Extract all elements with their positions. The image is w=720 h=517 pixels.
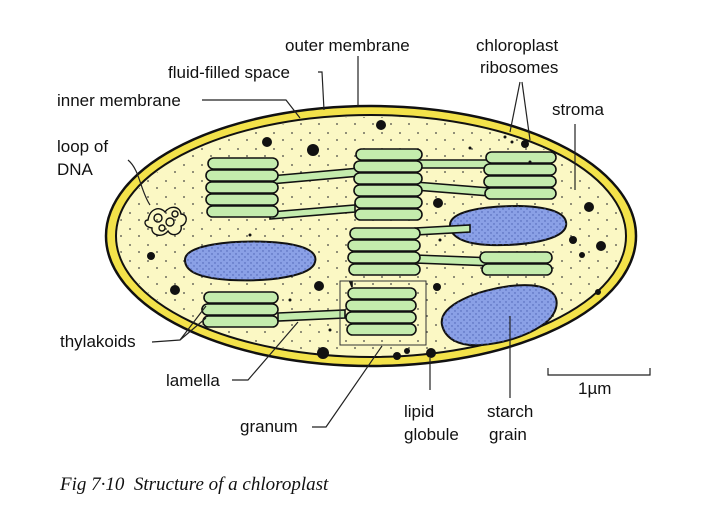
- starch-grains: [183, 204, 568, 347]
- label-lipid-globule-2: globule: [404, 425, 459, 444]
- label-stroma: stroma: [552, 100, 605, 119]
- starch-grain-right-top-tex: [450, 206, 567, 246]
- label-outer-membrane: outer membrane: [285, 36, 410, 55]
- granum-lower-center: [345, 287, 417, 336]
- label-loop-of-dna-1: loop of: [57, 137, 108, 156]
- lipid-globules: [147, 120, 606, 360]
- label-lipid-globule-1: lipid: [404, 402, 434, 421]
- ribosomes: [248, 135, 532, 332]
- label-starch-grain-2: grain: [489, 425, 527, 444]
- label-chloroplast-ribosomes-1: chloroplast: [476, 36, 558, 55]
- starch-grain-right-bottom-tex: [441, 285, 557, 346]
- label-starch-grain-1: starch: [487, 402, 533, 421]
- granum-upper-left: [205, 157, 279, 218]
- granum-highlight-box: [339, 280, 427, 346]
- label-loop-of-dna-2: DNA: [57, 160, 94, 179]
- label-lamella: lamella: [166, 371, 220, 390]
- label-chloroplast-ribosomes-2: ribosomes: [480, 58, 558, 77]
- scale-bar: [547, 368, 651, 376]
- granum-upper-center: [353, 148, 423, 221]
- granum-lower-left: [201, 291, 279, 328]
- granum-center: [347, 227, 421, 276]
- label-inner-membrane: inner membrane: [57, 91, 181, 110]
- label-granum: granum: [240, 417, 298, 436]
- label-thylakoids: thylakoids: [60, 332, 136, 351]
- figure-caption: Fig 7·10 Structure of a chloroplast: [59, 474, 329, 495]
- label-scale: 1µm: [578, 379, 611, 398]
- granum-right-lamella: [479, 251, 553, 276]
- label-fluid-filled-space: fluid-filled space: [168, 63, 290, 82]
- dna-loop: [144, 206, 187, 236]
- granum-upper-right: [483, 151, 557, 200]
- starch-grain-left-tex: [185, 241, 316, 281]
- leader-lines: [127, 56, 576, 428]
